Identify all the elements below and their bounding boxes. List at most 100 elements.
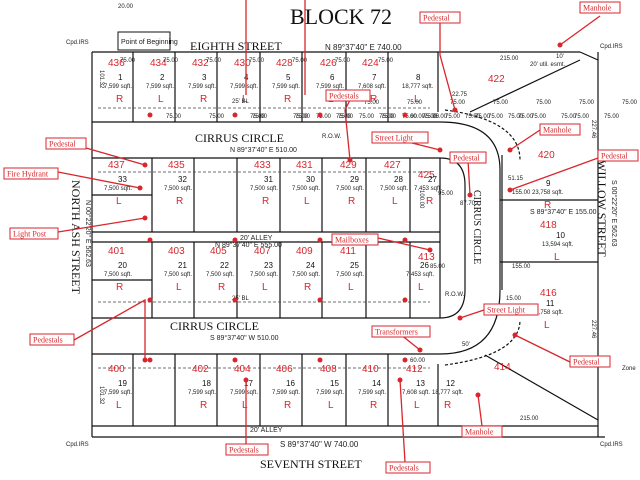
lot-width-dim: 75.00 xyxy=(163,58,179,64)
setback-lines xyxy=(98,107,430,369)
callout-label: Pedestal xyxy=(423,14,450,23)
lot-type: R xyxy=(176,196,183,207)
lot-number: 14 xyxy=(372,379,381,388)
lot-address: 426 xyxy=(320,58,337,69)
lot-address: 425 xyxy=(418,170,435,181)
lot-address: 401 xyxy=(108,246,125,257)
lot-width-dim: 75.00 xyxy=(445,114,461,120)
lot-type: R xyxy=(116,94,123,105)
callout-label: Manhole xyxy=(583,4,612,13)
callout-label: Pedestal xyxy=(453,154,480,163)
lot-area: 7,500 sqft. xyxy=(292,186,320,192)
lot-type: R xyxy=(284,400,291,411)
lot-width-dim: 75.00 xyxy=(378,58,394,64)
lot-address: 412 xyxy=(406,364,423,375)
dim-5115: 51.15 xyxy=(508,176,524,182)
lot-address: 408 xyxy=(320,364,337,375)
lot-type: R xyxy=(370,94,377,105)
pedestal-marker xyxy=(232,237,238,243)
callout-street-light-bot: Street Light xyxy=(457,303,539,321)
willow-bearing: S 00°22'20" E 562.63 xyxy=(610,180,618,247)
lot-width-dim: 75.00 xyxy=(364,100,380,106)
dim-22746-bot: 227.46 xyxy=(590,320,596,339)
callout-label: Pedestal xyxy=(573,358,600,367)
lot-address: 411 xyxy=(340,246,356,257)
lot-area: 7,453 sqft. xyxy=(406,272,434,278)
lot-type: R xyxy=(116,282,123,293)
lot-area: 7,500 sqft. xyxy=(206,272,234,278)
lot-number: 23 xyxy=(264,261,273,270)
dim-10: 10' xyxy=(556,54,564,60)
cpd-irs-tl: Cpd.IRS xyxy=(66,40,89,46)
lot-address: 428 xyxy=(276,58,293,69)
easement-label: 20' util. esmt. xyxy=(530,62,565,68)
pedestal-marker xyxy=(402,112,408,118)
lot-number: 15 xyxy=(330,379,339,388)
lot-number: 25 xyxy=(350,261,359,270)
callout-pedestals-left: Pedestals xyxy=(29,298,148,363)
lot-number: 12 xyxy=(446,379,455,388)
lot-area: 7,599 sqft. xyxy=(316,390,344,396)
lot-type: L xyxy=(242,94,248,105)
lot-number: 7 xyxy=(372,73,377,82)
pedestal-marker xyxy=(317,297,323,303)
lot-width-dim: 75.00 xyxy=(488,114,504,120)
block-title: BLOCK 72 xyxy=(290,4,392,29)
callout-light-post: Light Post xyxy=(9,215,148,240)
callout-pedestals-top: Pedestals xyxy=(325,89,371,163)
lot-address: 410 xyxy=(362,364,379,375)
pedestal-marker xyxy=(147,112,153,118)
lot-address: 434 xyxy=(150,58,167,69)
dim-50: 50' xyxy=(462,342,470,348)
lot-address: 427 xyxy=(384,160,401,171)
callout-pedestals-bot2: Pedestals xyxy=(385,377,431,474)
callout-pedestal-center: Pedestal xyxy=(449,151,487,198)
lot-width-dim: 75.00 xyxy=(407,100,423,106)
lot-width-dim: 75.00 xyxy=(518,114,534,120)
lot-type: R xyxy=(544,200,551,211)
lot-number: 3 xyxy=(202,73,207,82)
lot-address: 420 xyxy=(538,150,555,161)
lot-number: 2 xyxy=(160,73,165,82)
lot-area: 7,608 sqft. xyxy=(402,390,430,396)
cirrus-top-bearing: N 89°37'40" E 510.00 xyxy=(230,146,297,154)
pedestal-marker xyxy=(402,237,408,243)
lot-type: R xyxy=(348,196,355,207)
callout-manhole-mid: Manhole xyxy=(507,123,581,153)
dim-215-top: 215.00 xyxy=(500,56,519,62)
callout-label: Manhole xyxy=(465,428,494,437)
lot-area: 7,500 sqft. xyxy=(164,186,192,192)
lot-type: R xyxy=(200,94,207,105)
lot-address: 400 xyxy=(108,364,125,375)
cpd-irs-tr: Cpd.IRS xyxy=(600,44,623,50)
rw-top: R.O.W. xyxy=(322,134,342,140)
dim-60-top: 60.00 xyxy=(410,114,426,120)
lot-address: 418 xyxy=(540,220,557,231)
seventh-bearing: S 89°37'40" W 740.00 xyxy=(280,440,359,449)
lot-type: L xyxy=(348,282,354,293)
callout-pedestal-br: Pedestal xyxy=(512,332,611,368)
lot-type: L xyxy=(418,282,424,293)
dim-8770: 87.70 xyxy=(460,201,476,207)
pedestal-marker xyxy=(147,297,153,303)
point-of-beginning-box xyxy=(117,31,171,51)
dim-215-bot: 215.00 xyxy=(520,416,539,422)
dim-10132-tl: 101.32 xyxy=(98,70,104,89)
pedestal-marker xyxy=(402,357,408,363)
lot-address: 436 xyxy=(108,58,125,69)
lot-type: R xyxy=(200,400,207,411)
